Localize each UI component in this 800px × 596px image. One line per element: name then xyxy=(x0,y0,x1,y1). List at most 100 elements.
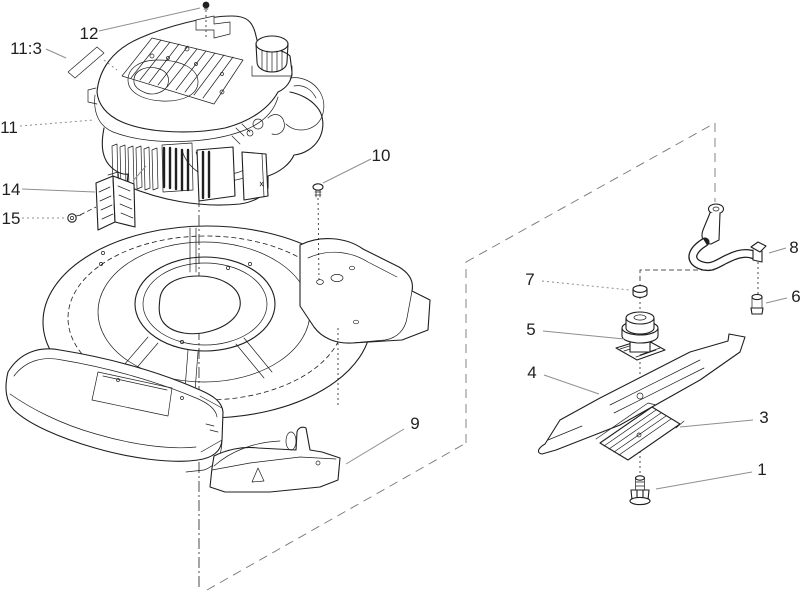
engine-fuel-cap xyxy=(251,35,293,77)
nut7-top xyxy=(632,285,648,293)
fuel-cap-top xyxy=(255,35,289,53)
callout-11: 11 xyxy=(0,118,18,137)
leader-12 xyxy=(98,7,201,32)
bolt1-flange xyxy=(629,496,651,506)
tunnel-hole xyxy=(353,319,359,325)
deck-hole xyxy=(101,251,105,255)
callout-14: 14 xyxy=(2,180,21,199)
shield-top-tab xyxy=(107,171,120,180)
leader-3 xyxy=(679,419,754,428)
engine-top-cover xyxy=(96,15,293,133)
carb-linkage xyxy=(231,114,285,145)
plane-line-upper xyxy=(465,122,716,263)
tunnel-outline xyxy=(299,238,431,344)
bracket8-eyelet-hole xyxy=(712,206,720,212)
plane-line-lower xyxy=(206,442,467,591)
engine-panel-left xyxy=(196,146,236,202)
engine-recoil-oval xyxy=(127,59,199,102)
hub5-center-hole xyxy=(633,314,647,321)
part-11-engine-drawing xyxy=(87,15,325,206)
callout-9: 9 xyxy=(410,414,419,433)
leader-8 xyxy=(768,247,787,254)
screw12-head xyxy=(202,1,210,9)
part-12-screw-drawing xyxy=(202,1,210,40)
apron-hole xyxy=(180,396,184,400)
muffler-plate-frame xyxy=(161,142,194,193)
cover-screw xyxy=(184,46,190,52)
deflector-foot xyxy=(251,467,265,483)
blade-center-hole xyxy=(636,392,644,400)
callout-12: 12 xyxy=(80,24,99,43)
deck-front-apron xyxy=(5,348,224,473)
engine-cooling-fins xyxy=(121,37,244,105)
deck-discharge-tunnel xyxy=(299,238,431,344)
bracket8-tube-inner xyxy=(689,239,760,270)
deck-rib-right xyxy=(235,337,273,379)
bracket8-eyelet xyxy=(707,203,725,215)
deck-hub-ring-outer xyxy=(134,256,276,352)
accel-center-hole xyxy=(636,432,642,438)
muffler-dark-fins xyxy=(162,146,190,192)
cover-screw xyxy=(149,53,155,59)
screw6-top xyxy=(751,293,763,301)
blade-outline xyxy=(537,333,746,455)
engine-top-bracket xyxy=(195,15,231,39)
screw6-hex xyxy=(750,307,764,315)
hub5-cap-top xyxy=(625,311,655,325)
part-10-screw-drawing xyxy=(312,183,339,408)
leader-6 xyxy=(765,297,788,304)
fin-dot xyxy=(166,56,170,60)
deck-hole xyxy=(226,266,230,270)
screw10-head xyxy=(312,183,324,191)
stepped-centerline xyxy=(639,269,714,286)
bolt1-shank xyxy=(635,477,645,491)
engine-muffler-fins xyxy=(111,142,194,193)
engine-left-tab xyxy=(87,87,98,105)
section-plane-lines xyxy=(206,122,716,591)
shield-left-wing xyxy=(95,175,116,231)
leader-9 xyxy=(345,428,405,465)
leader-5 xyxy=(542,330,625,340)
deflector-fold-lines xyxy=(211,440,337,471)
fuel-cap-ribs xyxy=(251,49,293,77)
callout-4: 4 xyxy=(527,363,536,382)
nut7-side xyxy=(632,288,648,298)
callout-8: 8 xyxy=(789,238,798,257)
callout-5: 5 xyxy=(526,320,535,339)
engine-panel-right xyxy=(241,151,269,201)
fin-dot xyxy=(220,72,224,76)
callout-labels: 12 11:3 11 14 15 10 8 7 6 5 4 3 1 9 xyxy=(0,24,800,479)
deflector-hole xyxy=(315,460,321,466)
bolt1-top xyxy=(634,475,646,481)
leader-7 xyxy=(541,280,631,291)
deflector-slot xyxy=(285,431,297,451)
tunnel-screw-hole xyxy=(316,279,324,285)
deck-hole xyxy=(180,340,184,344)
deck-hub-ring-inner xyxy=(142,262,268,346)
engine-cover-rim xyxy=(94,94,279,142)
deck-center-opening xyxy=(158,275,241,335)
callout-15: 15 xyxy=(2,209,21,228)
accel-ribs xyxy=(595,402,685,456)
carb-detail xyxy=(246,129,254,137)
part-8-bracket-drawing xyxy=(688,203,767,294)
screw6-body xyxy=(751,296,763,309)
leader-lines xyxy=(19,7,788,490)
deck-hole xyxy=(248,262,252,266)
screw10-axis xyxy=(317,197,320,281)
callout-3: 3 xyxy=(759,408,768,427)
callout-10: 10 xyxy=(372,146,391,165)
screw15-axis xyxy=(79,206,97,216)
blade-fold-lines xyxy=(547,359,705,441)
apron-inner-lines xyxy=(9,358,218,449)
screw15-head xyxy=(67,213,77,223)
screw15-socket xyxy=(70,216,74,220)
callout-11-3: 11:3 xyxy=(10,39,42,58)
muffler-fin xyxy=(135,145,143,190)
deck-hole xyxy=(99,262,103,266)
muffler-fin xyxy=(143,146,151,191)
leader-1 xyxy=(655,471,753,490)
part-4-blade-drawing xyxy=(537,333,746,455)
apron-recess xyxy=(91,371,173,417)
deck-rear-post xyxy=(189,227,197,273)
